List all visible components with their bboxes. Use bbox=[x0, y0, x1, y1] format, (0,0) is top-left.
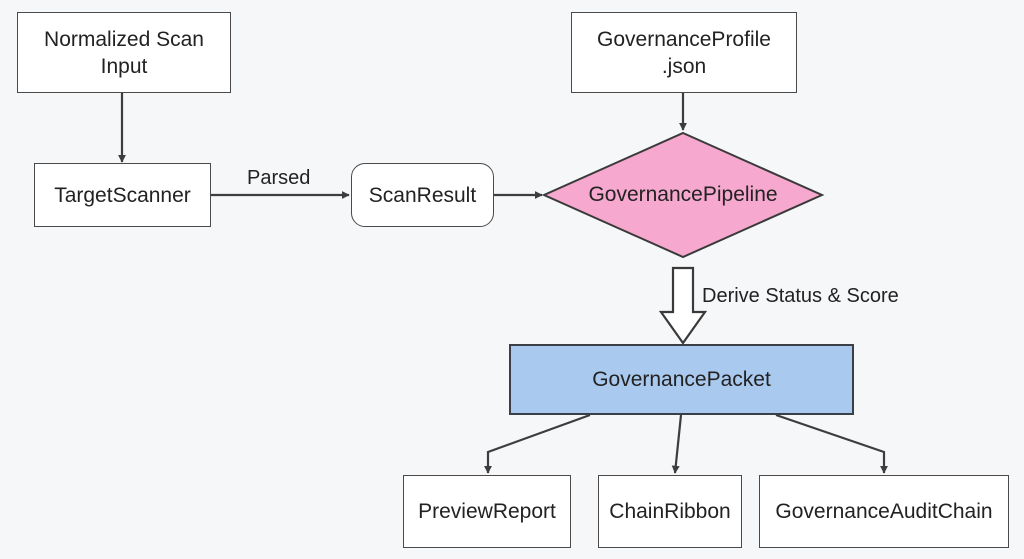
chain-ribbon-node: ChainRibbon bbox=[598, 475, 742, 548]
arrow-packet-to-ribbon bbox=[671, 414, 683, 474]
arrow-packet-to-audit bbox=[775, 413, 888, 474]
pipeline-diamond bbox=[541, 131, 825, 259]
preview-report-label: PreviewReport bbox=[418, 500, 556, 523]
scan-result-label: ScanResult bbox=[368, 183, 477, 207]
scan-result-node: ScanResult bbox=[351, 163, 494, 227]
target-scanner-label: TargetScanner bbox=[54, 183, 191, 207]
audit-chain-label: GovernanceAuditChain bbox=[775, 500, 993, 523]
derive-hollow-arrow bbox=[658, 266, 708, 345]
audit-chain-node: GovernanceAuditChain bbox=[759, 475, 1009, 548]
scan-input-label: Normalized Scan Input bbox=[44, 27, 204, 78]
governance-profile-label-line1: GovernanceProfile bbox=[597, 27, 771, 51]
governance-profile-node: GovernanceProfile .json bbox=[571, 12, 797, 93]
scan-input-node: Normalized Scan Input bbox=[17, 12, 231, 93]
governance-profile-label-line2: .json bbox=[661, 54, 707, 78]
pipeline-label: GovernancePipeline bbox=[588, 183, 778, 206]
governance-packet-node: GovernancePacket bbox=[509, 344, 854, 415]
parsed-edge-label: Parsed bbox=[247, 167, 311, 189]
derive-edge-label: Derive Status & Score bbox=[702, 285, 899, 307]
chain-ribbon-label: ChainRibbon bbox=[609, 500, 731, 523]
arrow-packet-to-preview bbox=[484, 413, 591, 474]
governance-packet-label: GovernancePacket bbox=[592, 368, 771, 391]
target-scanner-node: TargetScanner bbox=[34, 163, 211, 227]
preview-report-node: PreviewReport bbox=[403, 475, 571, 548]
